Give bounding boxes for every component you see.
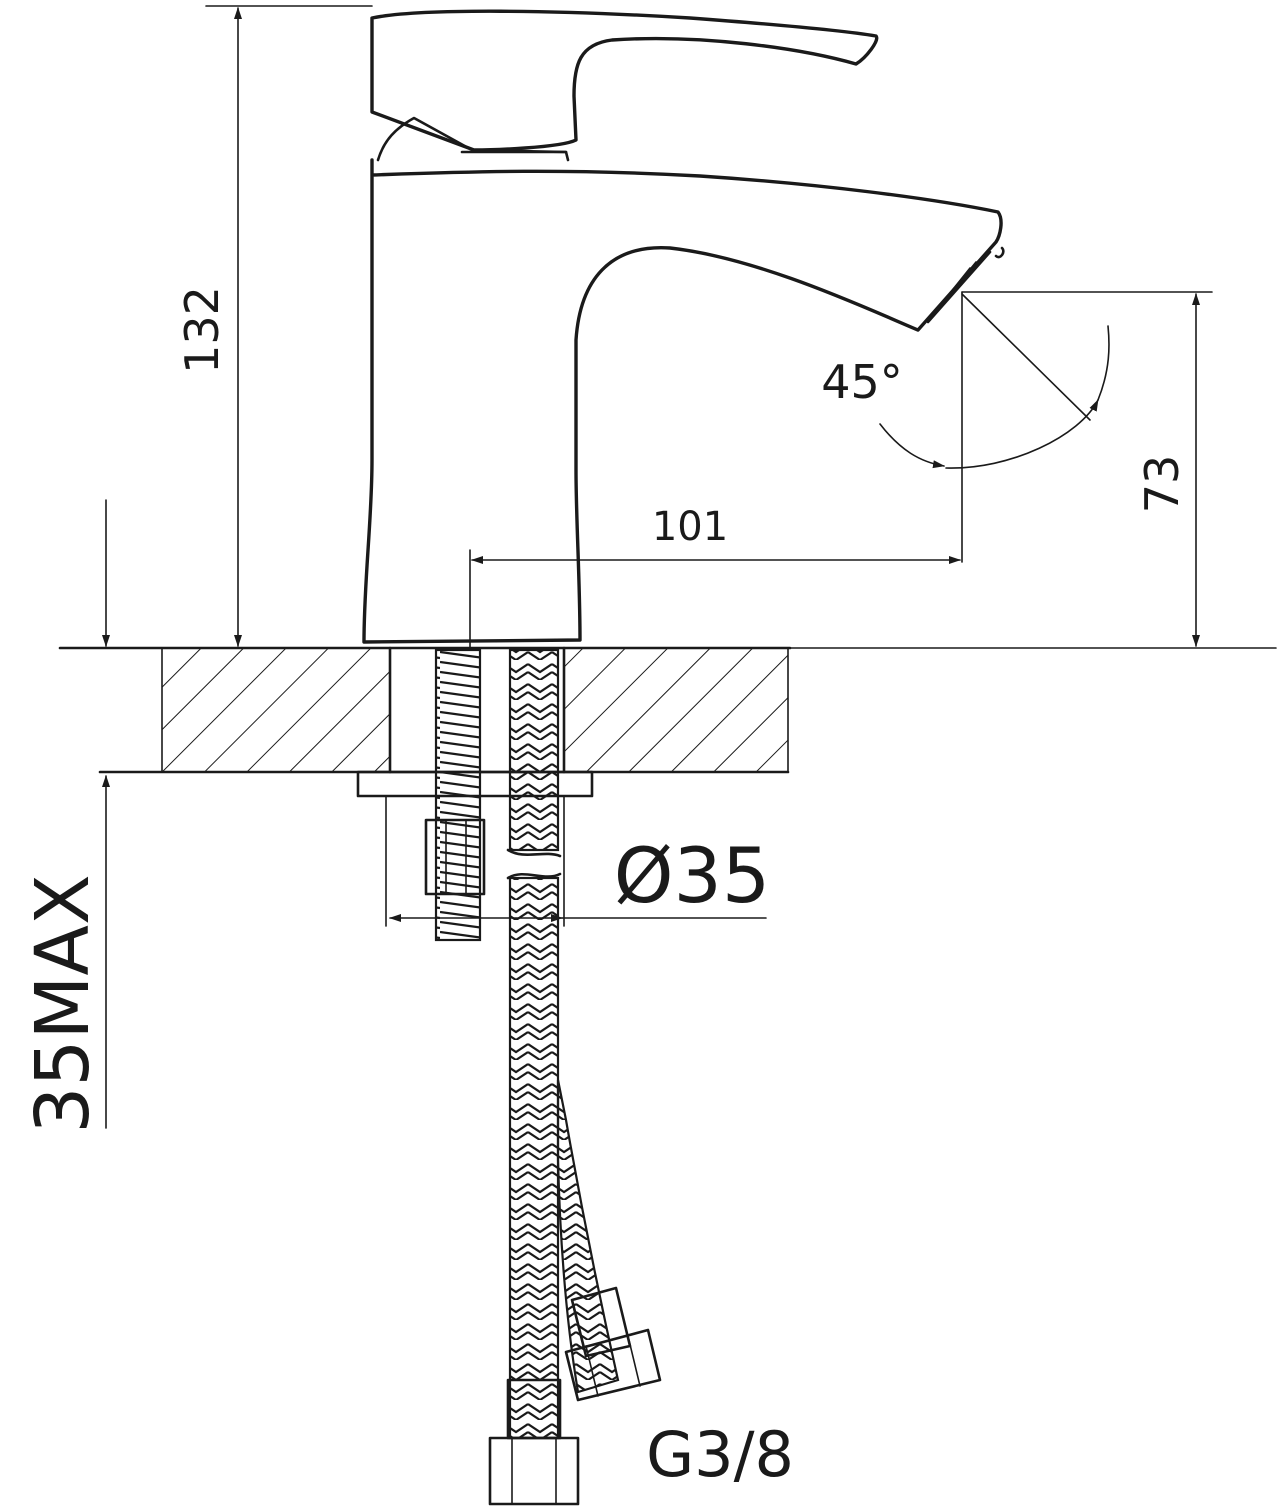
countertop-right-hatch bbox=[564, 648, 788, 772]
label-spout-angle: 45° bbox=[821, 355, 903, 409]
aerator bbox=[916, 240, 1005, 332]
faucet-body bbox=[362, 9, 1005, 644]
hose-main-upper bbox=[508, 648, 560, 852]
hex-connector-main bbox=[488, 1436, 580, 1506]
countertop-left-hatch bbox=[162, 648, 390, 772]
dimension-labels: 132 73 101 45° Ø35 35MAX G3/8 bbox=[20, 286, 1189, 1491]
spout-body bbox=[362, 158, 1003, 644]
hex-nut bbox=[424, 818, 486, 896]
label-total-height: 132 bbox=[175, 286, 229, 374]
hose-secondary bbox=[556, 1079, 620, 1394]
countertop-section bbox=[58, 646, 1277, 774]
label-hole-diameter: Ø35 bbox=[614, 831, 771, 920]
label-connection-thread: G3/8 bbox=[646, 1418, 794, 1491]
cartridge-cap bbox=[376, 116, 570, 162]
hose-main-lower bbox=[508, 876, 560, 1440]
braided-hoses bbox=[488, 648, 662, 1506]
label-max-thickness: 35MAX bbox=[20, 874, 106, 1133]
mounting-assembly bbox=[356, 648, 594, 942]
mounting-plate bbox=[356, 770, 594, 798]
label-spout-reach: 101 bbox=[652, 504, 728, 550]
dimension-lines bbox=[102, 5, 1213, 1129]
label-spout-height: 73 bbox=[1135, 455, 1189, 514]
hex-connector-secondary bbox=[564, 1328, 662, 1402]
lever-handle bbox=[370, 9, 879, 152]
